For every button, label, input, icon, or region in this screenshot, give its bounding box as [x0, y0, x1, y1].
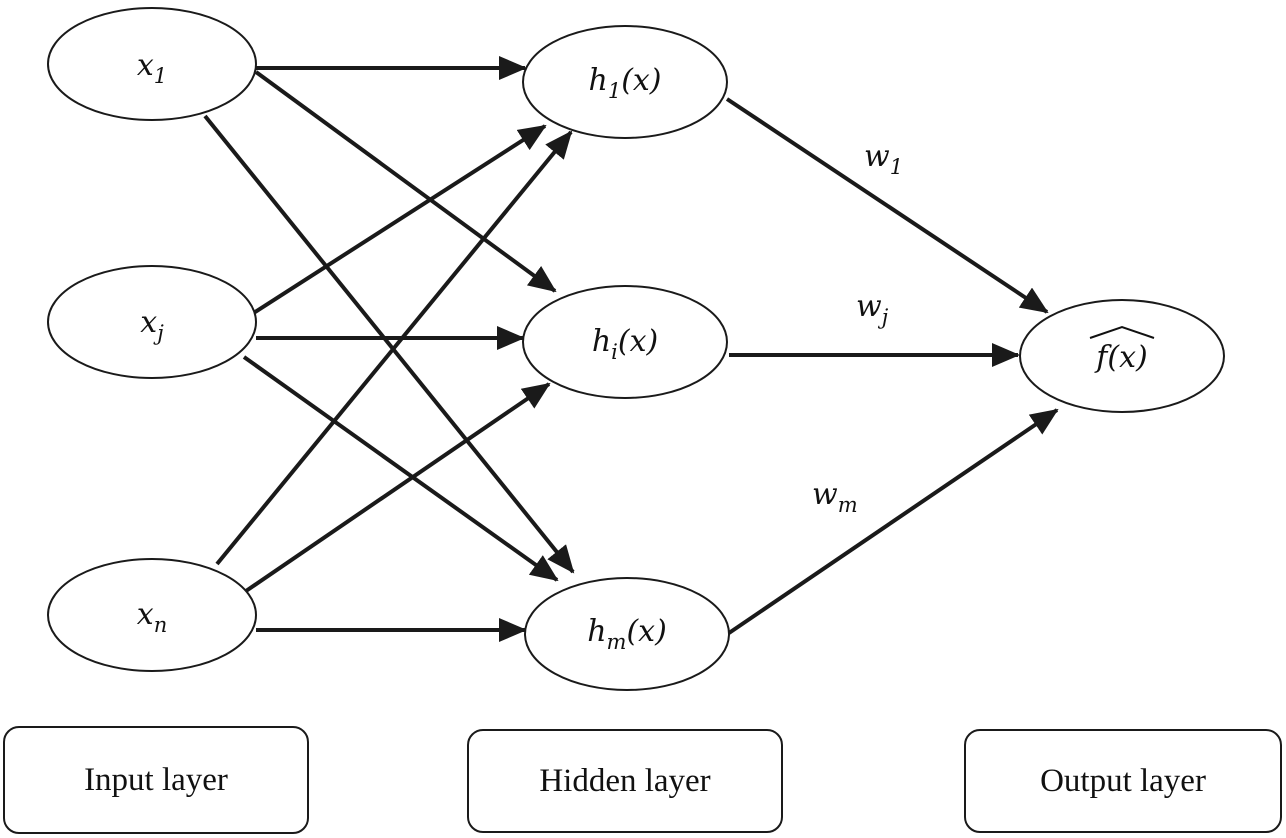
- node-hi-base: h: [592, 324, 611, 359]
- svg-text:xj: xj: [140, 305, 164, 345]
- weight-w1-base: w: [864, 139, 890, 174]
- node-hm-sub: m: [607, 630, 627, 654]
- input-layer-box: Input layer: [3, 726, 309, 834]
- node-h1-base: h: [588, 63, 607, 98]
- weight-w1: w1: [864, 139, 903, 179]
- hidden-layer-label: Hidden layer: [539, 762, 711, 799]
- edge-hm-out: [727, 408, 1059, 635]
- node-output: f(x): [1019, 299, 1225, 413]
- input-layer-label: Input layer: [84, 761, 228, 798]
- output-layer-box: Output layer: [964, 729, 1282, 833]
- edge-xj-hm: [242, 355, 559, 582]
- node-xn-sub: n: [154, 613, 168, 637]
- svg-text:hm(x): hm(x): [587, 614, 667, 654]
- weight-wj-sub: j: [878, 305, 889, 329]
- node-h1-arg: (x): [621, 63, 661, 98]
- weight-w1-sub: 1: [890, 155, 903, 179]
- edge-xj-h1: [250, 124, 547, 316]
- weight-wm-sub: m: [838, 493, 858, 517]
- node-x1-base: x: [137, 48, 154, 83]
- output-layer-label: Output layer: [1040, 762, 1206, 799]
- weight-wm: wm: [812, 477, 858, 517]
- svg-text:h1(x): h1(x): [588, 63, 661, 103]
- svg-text:xn: xn: [137, 597, 167, 637]
- node-hi: hi(x): [522, 285, 728, 399]
- weight-wm-base: w: [812, 477, 838, 512]
- node-hi-sub: i: [611, 340, 618, 364]
- svg-text:x1: x1: [137, 48, 167, 88]
- node-xn: xn: [47, 558, 257, 672]
- node-hm: hm(x): [524, 577, 730, 691]
- node-hi-arg: (x): [618, 324, 658, 359]
- node-xj: xj: [47, 265, 257, 379]
- node-output-label: f(x): [1094, 340, 1147, 375]
- node-xj-base: x: [140, 305, 157, 340]
- edge-x1-hm: [203, 114, 575, 574]
- node-xn-base: x: [137, 597, 154, 632]
- node-hm-arg: (x): [626, 614, 666, 649]
- node-x1-sub: 1: [154, 64, 167, 88]
- edge-x1-hi: [254, 70, 557, 293]
- svg-text:hi(x): hi(x): [592, 324, 658, 364]
- node-xj-sub: j: [153, 321, 164, 345]
- node-h1: h1(x): [522, 25, 728, 139]
- hidden-layer-box: Hidden layer: [467, 729, 783, 833]
- weight-wj-base: w: [856, 289, 882, 324]
- node-hm-base: h: [587, 614, 606, 649]
- edge-xn-h1: [215, 130, 573, 566]
- connections: [203, 56, 1059, 642]
- node-x1: x1: [47, 7, 257, 121]
- hat-accent: [1089, 325, 1155, 339]
- edge-h1-out: [725, 97, 1049, 314]
- weight-wj: wj: [856, 289, 889, 329]
- node-h1-sub: 1: [608, 79, 621, 103]
- edge-xn-hi: [244, 382, 551, 593]
